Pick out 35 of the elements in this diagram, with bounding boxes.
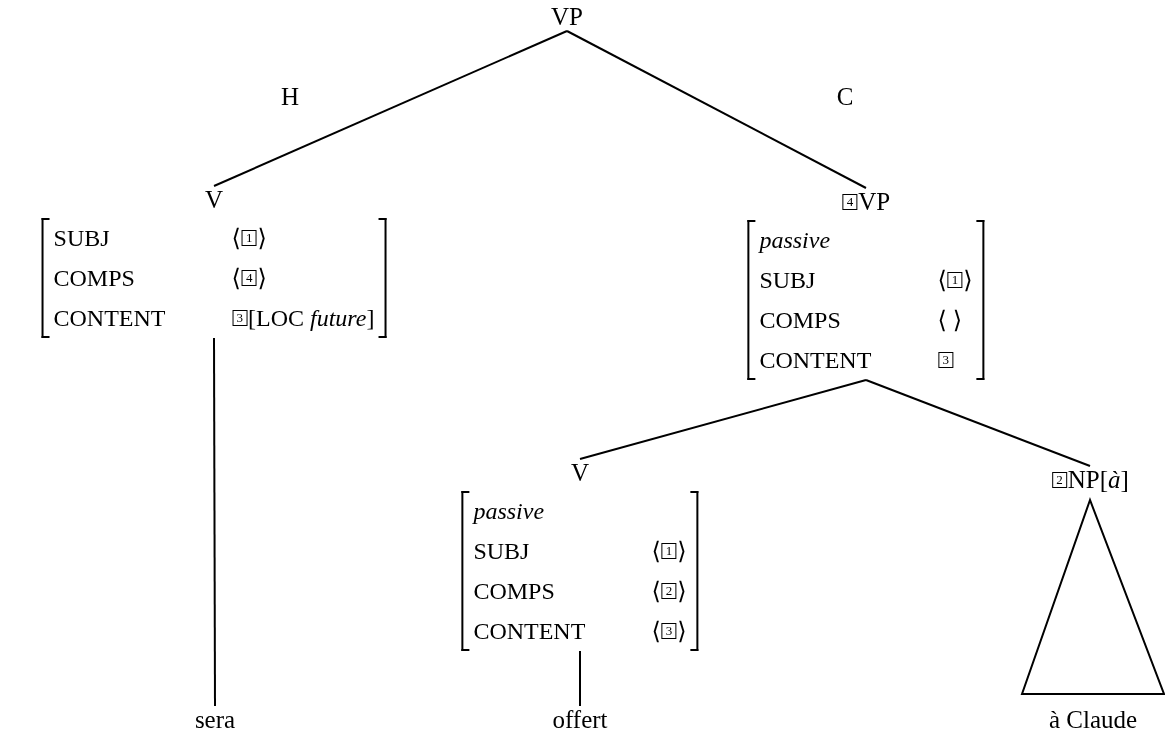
branch-line [213,337,216,707]
branch-line [865,379,1091,467]
feature-value: ⟨2⟩ [651,577,687,606]
edge-label: H [280,83,300,111]
branch-line [579,650,581,707]
feature-value: 3[LOC future] [231,298,375,338]
feature-value: ⟨1⟩ [651,537,687,566]
roof-triangle [1020,497,1165,695]
feature-name: SUBJ [473,537,531,566]
branch-line [579,379,867,460]
leaf-word: offert [552,706,608,734]
type-label: passive [473,497,546,526]
feature-name: COMPS [473,577,556,606]
branch-line [566,30,867,189]
feature-name: CONTENT [53,304,167,333]
feature-name: CONTENT [759,346,873,375]
category-label: VP [551,3,583,31]
edge-label: C [836,83,854,111]
feature-name: SUBJ [759,266,817,295]
branch-line [213,30,568,187]
feature-name: SUBJ [53,224,111,253]
leaf-word: à Claude [1048,706,1138,734]
feature-name: CONTENT [473,617,587,646]
leaf-word: sera [194,706,236,734]
feature-value: 3 [937,340,973,380]
feature-value: ⟨ ⟩ [937,306,964,335]
feature-value: ⟨4⟩ [231,264,268,293]
feature-value: ⟨1⟩ [231,224,268,253]
feature-name: COMPS [53,264,136,293]
feature-name: COMPS [759,306,842,335]
category-label: V [204,186,224,214]
type-label: passive [759,226,832,255]
feature-value: ⟨3⟩ [651,617,687,646]
category-label: V [570,459,590,487]
feature-value: ⟨1⟩ [937,266,973,295]
